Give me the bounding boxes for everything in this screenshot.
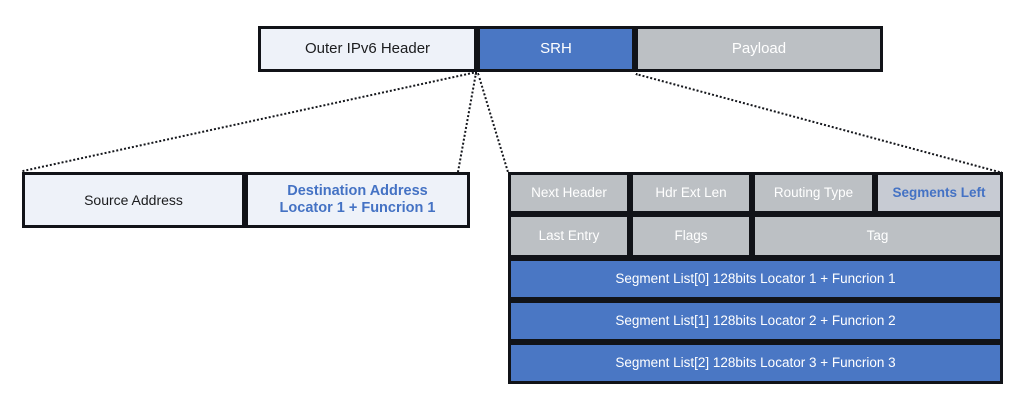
routing-type-field: Routing Type (752, 172, 875, 214)
last-entry-field: Last Entry (508, 214, 630, 258)
srh-to-srh-detail-right (635, 73, 1003, 174)
tag-field: Tag (752, 214, 1003, 258)
srh-to-srh-detail-left (457, 72, 477, 172)
destination-address-locator-function: Locator 1 + Funcrion 1 (279, 200, 436, 216)
segment-list-row: Segment List[2] 128bits Locator 3 + Func… (508, 342, 1003, 384)
srh-block: SRH (477, 26, 635, 72)
outer-ipv6-to-source-address (22, 71, 477, 172)
next-header-field: Next Header (508, 172, 630, 214)
hdr-ext-len-field: Hdr Ext Len (630, 172, 752, 214)
source-address-field: Source Address (22, 172, 245, 228)
srh-to-srh-detail-mid (477, 73, 509, 173)
segment-list-row: Segment List[1] 128bits Locator 2 + Func… (508, 300, 1003, 342)
segment-list-row: Segment List[0] 128bits Locator 1 + Func… (508, 258, 1003, 300)
payload-block: Payload (635, 26, 883, 72)
destination-address-label: Destination Address (287, 182, 428, 199)
flags-field: Flags (630, 214, 752, 258)
outer-ipv6-header-block: Outer IPv6 Header (258, 26, 477, 72)
destination-address-field: Destination Address Locator 1 + Funcrion… (245, 172, 470, 228)
segments-left-field: Segments Left (875, 172, 1003, 214)
